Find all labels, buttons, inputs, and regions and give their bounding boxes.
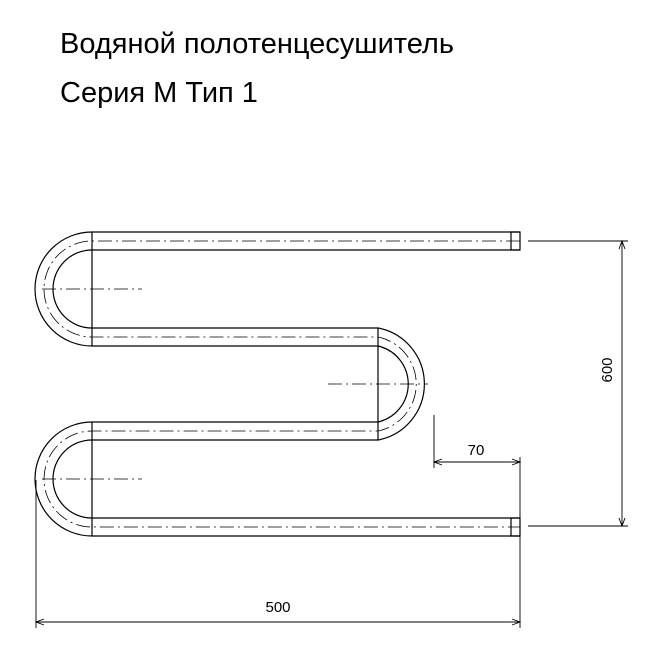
dimension-70-label: 70 (468, 442, 485, 459)
dimension-600-label: 600 (599, 357, 616, 382)
title-line-1: Водяной полотенцесушитель (60, 28, 454, 60)
pipe-outline (34, 231, 521, 537)
dimension-500-label: 500 (265, 599, 290, 616)
dimension-lines (34, 239, 628, 628)
centerlines (42, 240, 520, 528)
title-line-2: Серия М Тип 1 (60, 77, 258, 109)
